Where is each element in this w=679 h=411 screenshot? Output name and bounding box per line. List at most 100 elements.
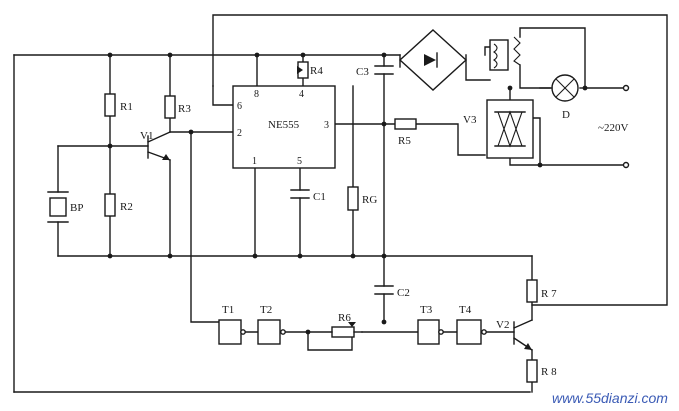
label-v1: V1: [140, 130, 153, 142]
resistor-r3: R3: [164, 95, 191, 119]
label-t1: T1: [222, 304, 234, 316]
junction-dot: [107, 52, 113, 58]
relay: [489, 36, 521, 71]
triac-v3: V3: [463, 99, 534, 159]
pin-2: 2: [237, 128, 242, 139]
pin-8: 8: [254, 89, 259, 100]
label-ic: NE555: [268, 119, 300, 131]
label-mains: ~220V: [598, 122, 628, 134]
potentiometer-r6: R6: [307, 312, 363, 338]
wire-relay-top: [484, 46, 491, 56]
diode-icon: [424, 54, 436, 66]
junction-dot: [297, 253, 303, 259]
pin-1: 1: [252, 156, 257, 167]
relay-coil: [489, 39, 509, 71]
junction-dot: [381, 52, 387, 58]
resistor-body: [164, 95, 176, 119]
resistor-body: [331, 326, 355, 338]
wire-relay-contact: [519, 64, 551, 89]
junctions: [107, 52, 588, 335]
buzzer-crystal: [49, 197, 67, 217]
relay-winding: [493, 43, 498, 69]
transistor-collector: [513, 319, 533, 329]
terminal-icon: [622, 161, 630, 169]
wire-pin2-to-t1: [190, 131, 220, 323]
gate-t4: T4: [456, 304, 487, 345]
gate-body: [218, 319, 242, 345]
triac-arrow-icon: [497, 110, 523, 147]
lamp-filament: [555, 78, 575, 98]
junction-dot: [350, 253, 356, 259]
resistor-r2: R2: [104, 193, 133, 217]
label-rg: RG: [362, 194, 377, 206]
gate-t2: T2: [257, 304, 286, 345]
gate-t1: T1: [218, 304, 246, 345]
pin-4: 4: [299, 89, 304, 100]
gate-body: [257, 319, 281, 345]
wire-v3-right: [532, 117, 541, 166]
wire-relay-to-lamp: [519, 27, 627, 89]
triac-body: [486, 99, 534, 159]
inverter-bubble-icon: [438, 329, 444, 335]
bridge-rectifier: [398, 29, 468, 91]
wire-v3-bottom: [509, 157, 627, 166]
label-t4: T4: [459, 304, 472, 316]
junction-dot: [107, 143, 113, 149]
resistor-r4: R4: [297, 61, 323, 79]
label-r7: R 7: [541, 288, 557, 300]
label-r1: R1: [120, 101, 133, 113]
junction-dot: [381, 253, 387, 259]
wire-bridge-right: [465, 54, 491, 81]
junction-dot: [582, 85, 588, 91]
label-r2: R2: [120, 201, 133, 213]
junction-dot: [188, 129, 194, 135]
label-r8: R 8: [541, 366, 557, 378]
wire-r5-to-v3: [415, 123, 486, 156]
resistor-r8: R 8: [526, 359, 557, 383]
label-v2: V2: [496, 319, 509, 331]
lamp-d: D: [539, 74, 579, 121]
label-c2: C2: [397, 287, 410, 299]
wires: [13, 14, 668, 393]
junction-dot: [507, 85, 513, 91]
label-r5: R5: [398, 135, 411, 147]
label-bp: BP: [70, 202, 83, 214]
pin-5: 5: [297, 156, 302, 167]
junction-dot: [252, 253, 258, 259]
label-r3: R3: [178, 103, 191, 115]
junction-dot: [167, 52, 173, 58]
resistor-body: [394, 118, 417, 130]
junction-dot: [381, 121, 387, 127]
gate-body: [456, 319, 482, 345]
capacitor-c1: C1: [290, 189, 326, 203]
label-r6: R6: [338, 312, 351, 324]
inverter-bubble-icon: [240, 329, 246, 335]
emitter-arrow-icon: [524, 343, 532, 350]
wire-top-loop: [212, 14, 668, 306]
label-c3: C3: [356, 66, 369, 78]
emitter-arrow-icon: [162, 154, 170, 160]
watermark: www.55dianzi.com: [552, 390, 668, 406]
transistor-collector: [147, 131, 171, 143]
capacitor-c3: C3: [356, 65, 394, 78]
transistor-v2: V2: [496, 319, 533, 351]
junction-dot: [381, 319, 387, 325]
junction-dot: [537, 162, 543, 168]
junction-dot: [254, 52, 260, 58]
resistor-r1: R1: [104, 93, 133, 117]
capacitor-c2: C2: [374, 285, 410, 299]
label-c1: C1: [313, 191, 326, 203]
inverter-bubble-icon: [280, 329, 286, 335]
ic-ne555: NE555 8 4 6 2 3 1 5: [232, 85, 336, 169]
photoresistor-rg: RG: [347, 186, 377, 211]
label-r4: R4: [310, 65, 323, 77]
wiper-arrow-icon: [348, 322, 356, 327]
resistor-r7: R 7: [526, 279, 557, 303]
label-t3: T3: [420, 304, 433, 316]
wire-pin6: [212, 85, 234, 106]
resistor-body: [526, 359, 538, 383]
label-lamp: D: [562, 109, 570, 121]
resistor-body: [104, 93, 116, 117]
wire-t2-r6: [282, 331, 353, 351]
gate-t3: T3: [417, 304, 444, 345]
